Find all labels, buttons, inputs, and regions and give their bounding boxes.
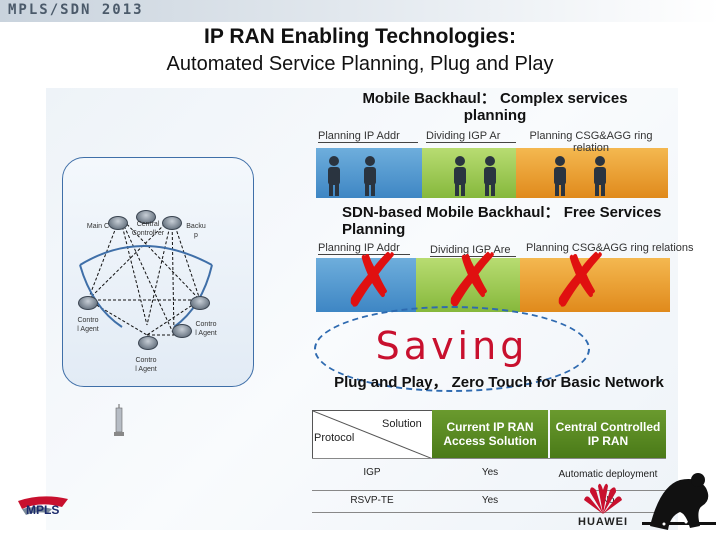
ip-address-label: Planning IP Addr xyxy=(318,130,418,143)
link-line xyxy=(119,216,201,301)
link-arc xyxy=(79,245,213,266)
main-controller-label: Main C xyxy=(86,223,110,230)
router-icon xyxy=(78,296,98,310)
saving-ellipse xyxy=(314,306,590,392)
free-planning-title: SDN-based Mobile Backhaul： Free Services… xyxy=(342,204,662,238)
table-divider xyxy=(312,512,666,513)
huawei-logo xyxy=(584,483,622,514)
saving-text: Saving xyxy=(375,324,529,368)
device-icon xyxy=(114,404,124,436)
link-line xyxy=(119,216,148,326)
ip-address-label-free: Planning IP Addr xyxy=(318,242,410,255)
agent-bottom-label: Contro l Agent xyxy=(135,357,157,373)
router-icon xyxy=(190,296,210,310)
person-icon xyxy=(454,156,466,196)
slide-subtitle: Automated Service Planning, Plug and Pla… xyxy=(166,53,554,75)
ring-relation-block-free xyxy=(520,258,670,312)
network-panel xyxy=(62,157,254,387)
banner-title: MPLS/SDN 2013 xyxy=(8,2,144,18)
ring-relation-block xyxy=(516,148,668,198)
table-cell-current: Yes xyxy=(481,467,499,478)
table-cell-current: Yes xyxy=(481,495,499,506)
diag-protocol-label: Protocol xyxy=(314,432,355,444)
table-divider xyxy=(312,490,666,491)
central-controller-label: Central Controll er xyxy=(131,221,165,237)
top-banner xyxy=(0,0,720,22)
person-icon xyxy=(484,156,496,196)
mpls-sdn-logo xyxy=(18,496,68,515)
table-cell-protocol: RSVP-TE xyxy=(350,495,394,506)
plug-and-play-title: Plug and Play， Zero Touch for Basic Netw… xyxy=(334,374,664,391)
complex-planning-title: Mobile Backhaul： Complex services planni… xyxy=(362,90,628,124)
router-icon xyxy=(162,216,182,230)
person-icon xyxy=(594,156,606,196)
mpls-logo-text: MPLS xyxy=(26,503,60,517)
cross-icon: ✗ xyxy=(342,238,405,324)
ring-relation-label-free: Planning CSG&AGG ring relations xyxy=(526,242,694,254)
network-links xyxy=(79,216,213,336)
igp-area-block-free xyxy=(416,258,520,312)
igp-area-label-free: Dividing IGP Are xyxy=(430,244,516,257)
table-divider xyxy=(312,458,666,459)
person-icon xyxy=(328,156,340,196)
backup-controller-label: Backu p xyxy=(186,223,206,239)
diag-solution-label: Solution xyxy=(382,418,422,430)
slide-title: IP RAN Enabling Technologies: xyxy=(204,25,516,48)
huawei-logo-text: HUAWEI xyxy=(578,516,628,528)
person-icon xyxy=(364,156,376,196)
ring-relation-label: Planning CSG&AGG ring relation xyxy=(529,130,653,154)
router-icon xyxy=(172,324,192,338)
link-line xyxy=(119,216,175,336)
diagonal-line xyxy=(312,410,434,460)
igp-area-label: Dividing IGP Ar xyxy=(426,130,516,143)
people-icons xyxy=(328,156,606,196)
table-cell-central: Automatic deployment xyxy=(558,469,658,480)
cross-icon: ✗ xyxy=(550,238,613,324)
decorative-figure-image xyxy=(642,473,716,530)
agent-right-label: Contro l Agent xyxy=(195,321,217,337)
router-icon xyxy=(108,216,128,230)
link-line xyxy=(171,216,201,301)
person-icon xyxy=(554,156,566,196)
table-corner-cell xyxy=(312,410,434,460)
router-icon xyxy=(136,210,156,224)
router-icon xyxy=(138,336,158,350)
igp-area-block xyxy=(422,148,516,198)
link-line xyxy=(146,216,173,326)
table-cell-protocol: IGP xyxy=(363,467,381,478)
table-header-central: Central Controlled IP RAN xyxy=(550,410,666,458)
link-line xyxy=(87,299,148,336)
agent-left-label: Contro l Agent xyxy=(77,317,99,333)
table-header-current: Current IP RAN Access Solution xyxy=(432,410,548,458)
ip-address-block-free xyxy=(316,258,416,312)
link-arc xyxy=(173,264,213,328)
